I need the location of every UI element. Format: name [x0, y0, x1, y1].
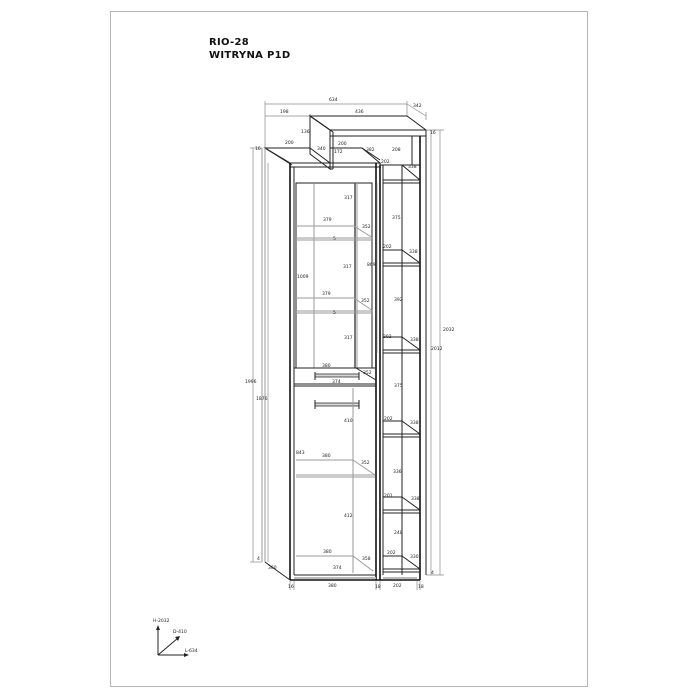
dim-right-top-width: 202 [381, 159, 390, 165]
dim-right-top-shelf-depth: 338 [408, 164, 417, 170]
dim-left-top-thickness: 16 [255, 146, 261, 152]
dim-right-shelf2-width: 202 [383, 334, 392, 340]
bottom-dimension-lines [289, 577, 421, 590]
dim-left-base-depth: 360 [268, 565, 277, 571]
dim-drawer-depth: 352 [363, 370, 372, 376]
dim-right-shelf1-depth: 338 [409, 249, 418, 255]
model-code: RIO-28 [209, 37, 249, 48]
dim-bottom-left-side: 16 [288, 584, 294, 590]
axis-height-label: H-2032 [153, 618, 170, 624]
dim-right-shelf4-depth: 338 [411, 496, 420, 502]
dim-left-step-width: 200 [338, 141, 347, 147]
left-side-panel [261, 148, 295, 581]
dim-glass-total: 1009 [297, 274, 309, 280]
drawing-frame [110, 11, 588, 687]
dim-right-col-height: 869 [367, 262, 376, 268]
dim-right-body: 2012 [431, 346, 443, 352]
dim-right-shelf3-width: 202 [384, 416, 393, 422]
dim-glass-shelf2-depth: 352 [361, 298, 370, 304]
left-cabinet-top [263, 147, 382, 168]
axis-length-label: L-634 [185, 648, 198, 654]
dim-right-mid-3: 375 [394, 383, 403, 389]
dim-left-base: 4 [257, 556, 260, 562]
dim-top-shelf-width: 436 [355, 109, 364, 115]
dim-door-lower: 412 [344, 513, 353, 519]
glass-door [295, 182, 374, 369]
dim-drawer-width-top: 380 [322, 363, 331, 369]
dim-left-total: 1996 [245, 379, 257, 385]
dim-right-top-height: 208 [392, 147, 401, 153]
right-shelf-column [379, 136, 421, 581]
dim-top-depth: 342 [413, 103, 422, 109]
dim-lower-shelf-width: 380 [322, 453, 331, 459]
dim-bottom-inner-depth: 358 [362, 556, 371, 562]
dim-bottom-mid-side: 18 [375, 584, 381, 590]
dim-glass-shelf1-depth: 352 [362, 224, 371, 230]
lower-door [296, 388, 376, 573]
dim-lower-shelf-depth: 352 [361, 460, 370, 466]
dim-top-thickness: 16 [430, 130, 436, 136]
dim-right-base: 4 [431, 570, 434, 576]
dim-top-total: 634 [329, 97, 338, 103]
dim-top-left-height: 136 [301, 129, 310, 135]
dim-glass-shelf1-thick: 5 [333, 236, 336, 242]
top-upper-shelf [308, 115, 428, 575]
dim-glass-upper-1: 317 [344, 195, 353, 201]
dim-bottom-right-side: 18 [418, 584, 424, 590]
dim-bottom-right-width: 202 [393, 583, 402, 589]
dim-right-mid-4: 336 [393, 469, 402, 475]
dim-lower-total: 843 [296, 450, 305, 456]
vertical-dimension-lines [250, 129, 444, 576]
dim-right-shelf3-depth: 338 [410, 420, 419, 426]
axes-legend: H-2032 D-410 L-634 [153, 618, 198, 657]
dim-right-mid-1: 375 [392, 215, 401, 221]
dim-right-total: 2032 [443, 327, 455, 333]
dim-left-step-depth: 340 [317, 146, 326, 152]
dim-top-left-offset: 198 [280, 109, 289, 115]
dim-right-top-depth: 382 [366, 147, 375, 153]
dim-glass-upper-3: 317 [344, 335, 353, 341]
dim-right-mid-5: 248 [394, 530, 403, 536]
axis-depth-label: D-410 [173, 629, 187, 635]
dim-bottom-left-width: 380 [328, 583, 337, 589]
dim-door-upper: 410 [344, 418, 353, 424]
dim-left-body: 1876 [256, 396, 268, 402]
dim-right-bottom-width: 202 [387, 550, 396, 556]
drawer [294, 367, 377, 387]
dim-right-bottom-depth: 330 [410, 554, 419, 560]
dim-bottom-front-width: 374 [333, 565, 342, 571]
dim-glass-upper-2: 317 [343, 264, 352, 270]
product-name: WITRYNA P1D [209, 50, 291, 61]
dim-drawer-front: 374 [332, 379, 341, 385]
dim-glass-shelf2-thick: 5 [333, 310, 336, 316]
dim-left-top-width: 200 [285, 140, 294, 146]
dimension-labels: 634 198 436 342 16 136 16 200 340 200 17… [245, 97, 455, 590]
dim-left-step-height: 172 [334, 149, 343, 155]
dim-right-mid-2: 392 [394, 297, 403, 303]
dim-right-shelf4-width: 201 [384, 493, 393, 499]
dim-right-shelf1-width: 202 [383, 244, 392, 250]
dim-glass-shelf2-width: 379 [322, 291, 331, 297]
dim-bottom-inner-width: 380 [323, 549, 332, 555]
dim-right-shelf2-depth: 338 [410, 337, 419, 343]
dim-glass-shelf1-width: 379 [323, 217, 332, 223]
